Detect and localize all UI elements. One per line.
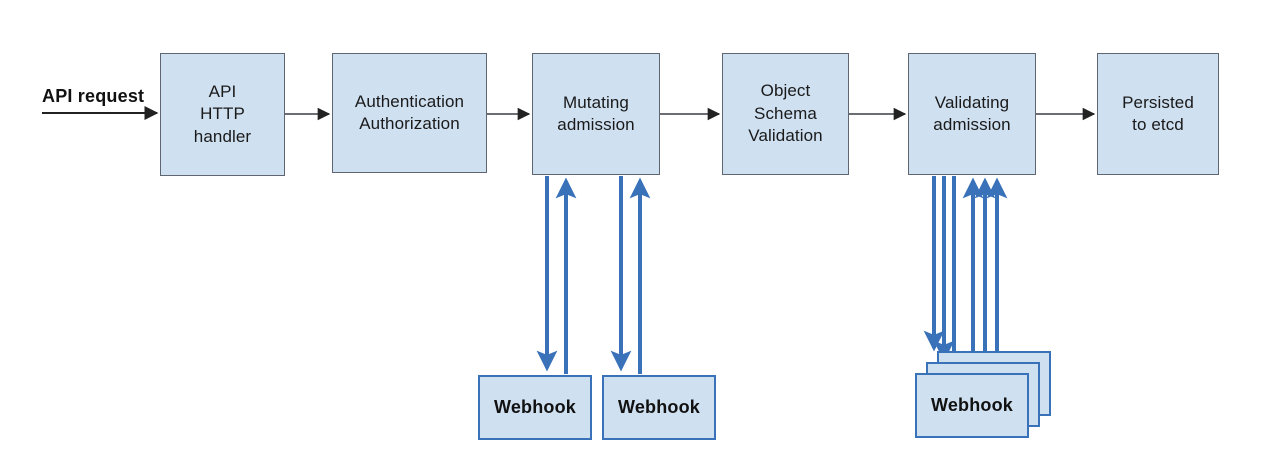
node-label-authentication-authorization: Authentication Authorization <box>354 91 465 133</box>
webhook-validating-front[interactable]: Webhook <box>915 373 1029 438</box>
node-object-schema-validation[interactable]: Object Schema Validation <box>722 53 849 175</box>
node-persisted-to-etcd[interactable]: Persisted to etcd <box>1097 53 1219 175</box>
webhook-label-mutating-2: Webhook <box>617 397 701 417</box>
node-label-api-http-handler: API HTTP handler <box>193 81 252 146</box>
node-authentication-authorization[interactable]: Authentication Authorization <box>332 53 487 173</box>
node-mutating-admission[interactable]: Mutating admission <box>532 53 660 175</box>
api-request-label: API request <box>42 86 145 106</box>
webhook-label-validating-front: Webhook <box>930 395 1014 415</box>
node-label-object-schema-validation: Object Schema Validation <box>748 81 823 146</box>
webhook-mutating-2[interactable]: Webhook <box>602 375 716 440</box>
webhook-mutating-1[interactable]: Webhook <box>478 375 592 440</box>
node-label-mutating-admission: Mutating admission <box>557 92 635 134</box>
webhook-label-mutating-1: Webhook <box>493 397 577 417</box>
node-label-validating-admission: Validating admission <box>933 92 1011 134</box>
node-api-http-handler[interactable]: API HTTP handler <box>160 53 285 176</box>
node-validating-admission[interactable]: Validating admission <box>908 53 1036 175</box>
node-label-persisted-to-etcd: Persisted to etcd <box>1122 92 1194 134</box>
